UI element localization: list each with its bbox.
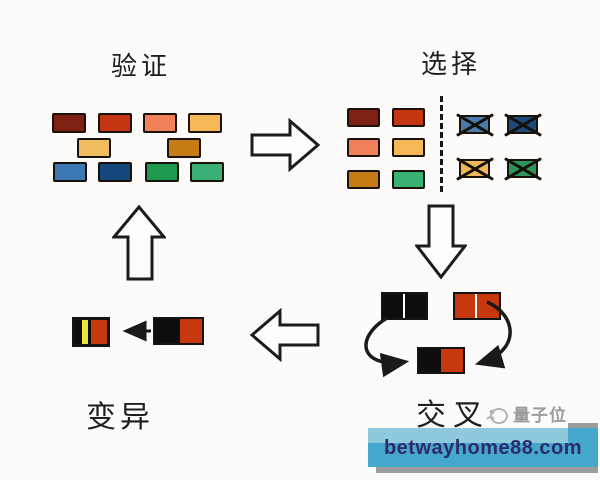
mutation-source-chromosome xyxy=(153,317,204,345)
gene-block xyxy=(347,138,380,157)
chromosome-segment xyxy=(477,294,499,318)
chromosome-segment xyxy=(403,294,405,318)
selection-kept-block-group xyxy=(347,108,427,192)
crossover-child-chromosome xyxy=(417,347,465,374)
chromosome-segment xyxy=(441,349,463,372)
label-validate: 验证 xyxy=(111,52,172,81)
gene-block xyxy=(145,162,179,182)
chromosome-segment xyxy=(180,319,202,343)
chromosome-segment xyxy=(475,294,477,318)
chromosome-segment xyxy=(419,349,441,372)
gene-block-rejected xyxy=(455,156,494,181)
mutation-result-chromosome xyxy=(72,317,110,347)
chromosome-segment xyxy=(383,294,403,318)
chromosome-segment xyxy=(405,294,426,318)
chromosome-segment xyxy=(75,320,82,344)
gene-block xyxy=(98,162,132,182)
qbitai-watermark-text: 量子位 xyxy=(513,406,567,425)
label-crossover: 交叉 xyxy=(416,399,490,432)
banner-url-text: betwayhome88.com xyxy=(383,437,583,459)
qbitai-mascot-icon xyxy=(486,407,508,424)
gene-block xyxy=(190,162,224,182)
gene-block xyxy=(98,113,132,133)
gene-block xyxy=(77,138,111,158)
label-mutate: 变异 xyxy=(86,401,154,434)
chromosome-segment xyxy=(155,319,180,343)
gene-block xyxy=(392,138,425,157)
label-select: 选择 xyxy=(421,50,482,79)
arrow-left-icon xyxy=(249,308,320,362)
population-block-group xyxy=(52,113,232,185)
gene-block xyxy=(52,113,86,133)
arrow-right-icon xyxy=(250,118,320,172)
gene-block xyxy=(392,108,425,127)
banner-light-strip xyxy=(368,428,568,443)
selection-rejected-block-group xyxy=(455,112,542,183)
arrow-up-icon xyxy=(112,204,166,281)
crossover-parent-black xyxy=(381,292,428,320)
selection-divider-dashed-line xyxy=(440,96,443,192)
gene-block xyxy=(167,138,201,158)
gene-block-rejected xyxy=(503,112,542,137)
chromosome-segment xyxy=(91,320,107,344)
chromosome-segment xyxy=(88,320,91,344)
gene-block-rejected xyxy=(455,112,494,137)
gene-block-rejected xyxy=(503,156,542,181)
gene-block xyxy=(347,108,380,127)
banner-shadow-bottom xyxy=(376,467,598,473)
crossover-parent-red xyxy=(453,292,501,320)
gene-block xyxy=(392,170,425,189)
qbitai-watermark: 量子位 xyxy=(485,401,567,426)
gene-block xyxy=(143,113,177,133)
chromosome-segment xyxy=(455,294,475,318)
gene-block xyxy=(188,113,222,133)
ad-banner: betwayhome88.com xyxy=(368,428,598,467)
gene-block xyxy=(347,170,380,189)
crossover-left-curved-arrow xyxy=(364,316,410,378)
arrow-down-icon xyxy=(415,204,467,280)
chromosome-segment xyxy=(82,320,88,344)
gene-block xyxy=(53,162,87,182)
